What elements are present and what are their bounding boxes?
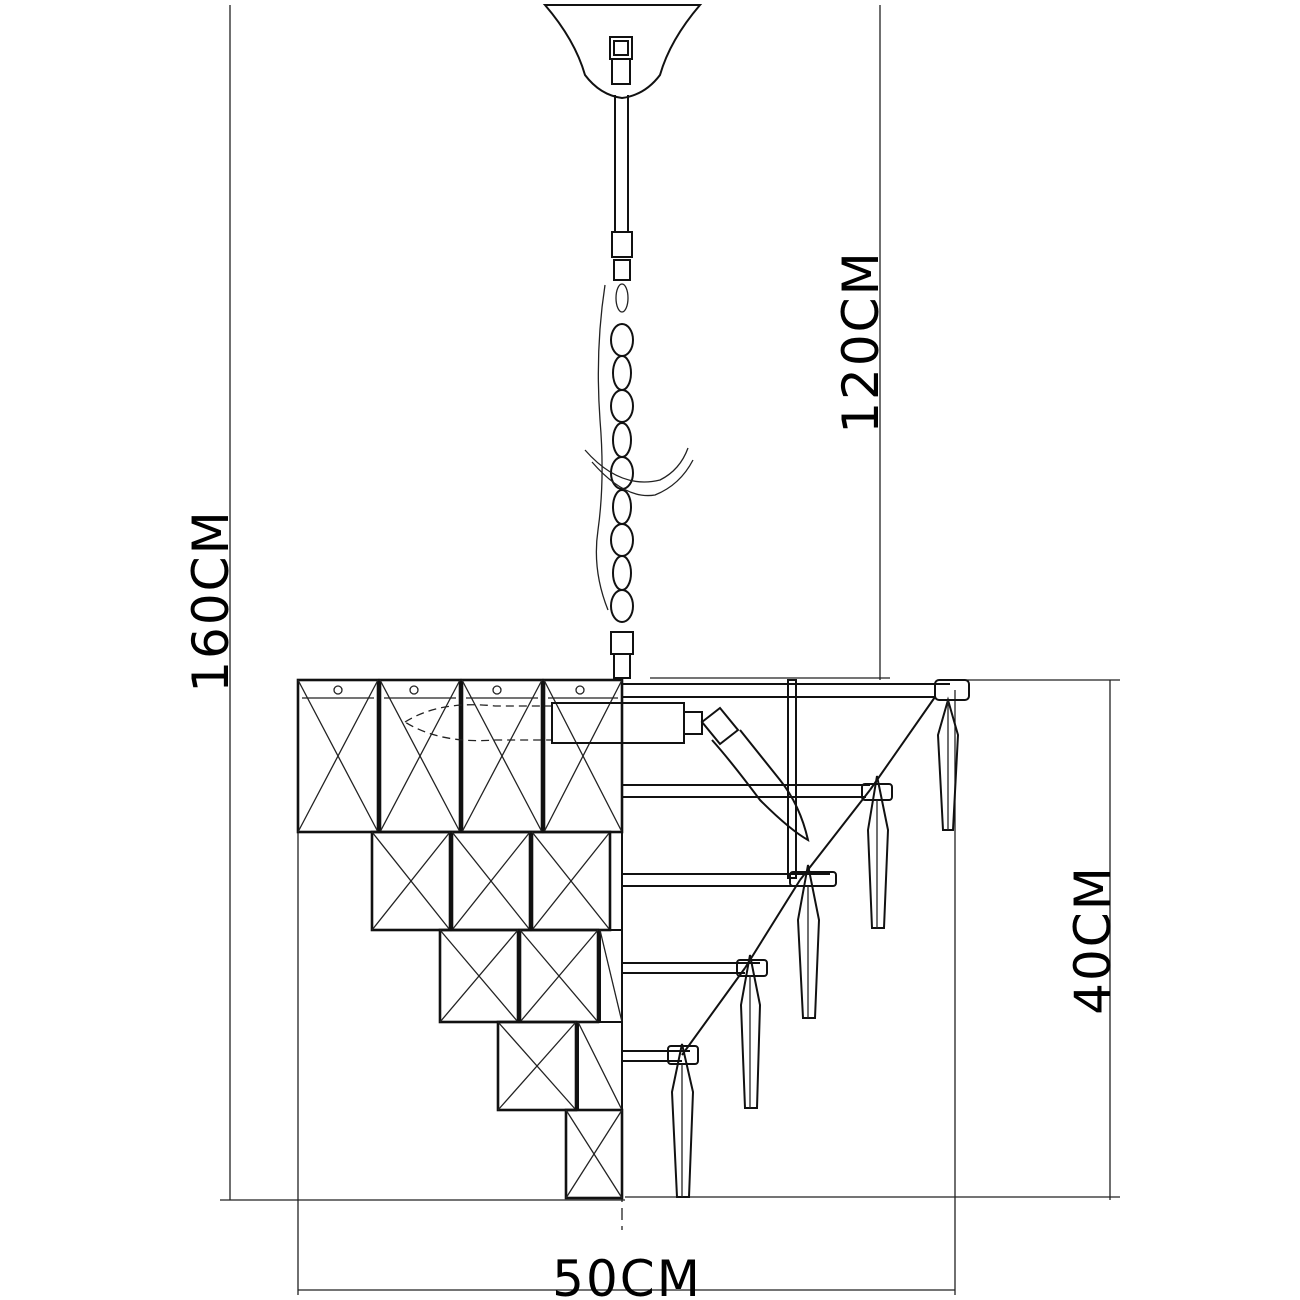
pendant-crystal [789,864,837,1019]
total-height-label: 160CM [182,509,240,693]
diameter-label: 50CM [552,1250,702,1300]
dimension-lines [220,5,1120,1295]
crystal-tiers [296,678,624,1200]
crystal-tier-3 [438,928,623,1024]
frame-right [622,679,950,1062]
crystal-tier-4 [496,1020,623,1112]
pendant-crystal [861,775,893,929]
pendant-crystal [667,1043,699,1198]
candle-bulb [403,702,703,744]
crystal-tier-2 [370,830,623,932]
crystal-tier-5 [564,1108,624,1200]
pendant-crystals [667,679,970,1198]
ceiling-canopy [542,4,703,100]
body-height-label: 40CM [1064,865,1122,1015]
drop-length-label: 120CM [832,250,890,434]
suspension-chain [584,95,694,679]
pendant-crystal [736,954,768,1109]
pendant-crystal [934,679,970,831]
